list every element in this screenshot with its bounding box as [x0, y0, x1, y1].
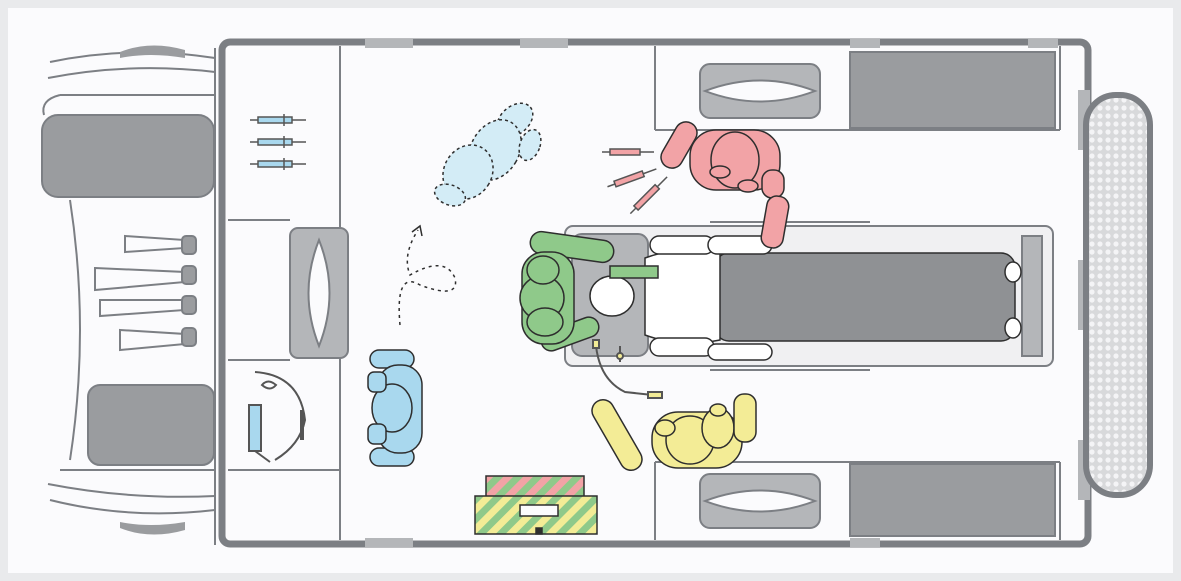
patient [589, 235, 1022, 361]
movement-path-arrow [398, 224, 457, 326]
dashboard-vents [94, 234, 197, 352]
vehicle-cab [42, 48, 216, 545]
right-seat [699, 63, 821, 119]
attendant-seat [289, 227, 349, 359]
blue-figure-moving [433, 102, 542, 207]
driver-seat [41, 114, 215, 198]
syringe-icon [602, 148, 668, 215]
green-figure [519, 230, 615, 352]
yellow-figure [591, 393, 757, 471]
left-cabinet [849, 463, 1056, 537]
laryngoscope-icon [248, 371, 307, 463]
rear-door [1083, 92, 1153, 498]
blue-figure-seated [367, 349, 423, 467]
mirror-top [120, 45, 185, 58]
red-figure [660, 121, 790, 249]
syringe-icon [250, 114, 306, 170]
left-seat [699, 473, 821, 529]
tube-icon [592, 339, 663, 399]
passenger-seat [87, 384, 215, 466]
mirror-bottom [120, 522, 185, 535]
right-cabinet [849, 51, 1056, 129]
medical-bag [474, 475, 598, 535]
